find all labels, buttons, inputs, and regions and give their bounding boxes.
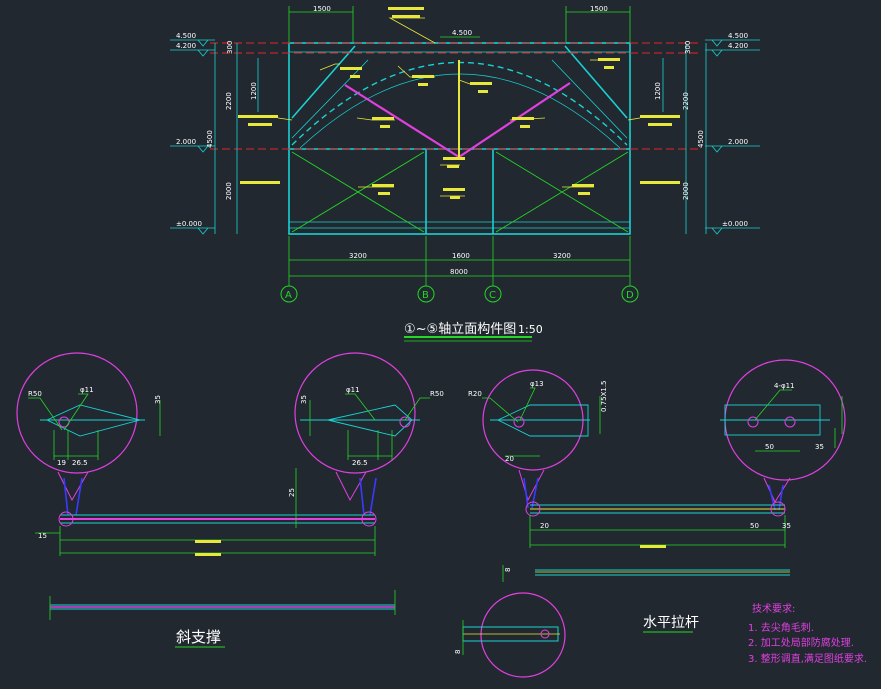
dim-19: 19 [57, 459, 66, 467]
dim-v-2000: 2000 [225, 182, 233, 200]
level-left-1: 4.500 [176, 32, 196, 40]
dim-8-b: 8 [454, 650, 462, 654]
dim-v-1200-r: 1200 [654, 82, 662, 100]
dim-25: 25 [288, 488, 296, 497]
dim-bottom-3: 3200 [553, 252, 571, 260]
level-right-3: 2.000 [728, 138, 748, 146]
right-level-markers [662, 39, 760, 235]
dim-35-left: 35 [154, 395, 162, 404]
dim-total: 8000 [450, 268, 468, 276]
dim-26-5-left: 26.5 [72, 459, 88, 467]
dim-phi11-right: φ11 [346, 386, 360, 394]
notes-item-1: 1. 去尖角毛刺. [748, 621, 814, 634]
dim-v-2000-r: 2000 [682, 182, 690, 200]
level-right-1: 4.500 [728, 32, 748, 40]
dim-v-4500-r: 4500 [697, 130, 705, 148]
dim-15: 15 [38, 532, 47, 540]
notes-item-3: 3. 整形调直,满足图纸要求. [748, 652, 867, 665]
dim-4phi11: 4-φ11 [774, 382, 795, 390]
axis-b: B [422, 290, 429, 301]
diag-brace-label: 斜支撑 [176, 628, 221, 646]
dim-v-300: 300 [226, 41, 234, 54]
level-left-2: 4.200 [176, 42, 196, 50]
level-left-3: 2.000 [176, 138, 196, 146]
dim-phi13: φ13 [530, 380, 544, 388]
top-dim-lines [288, 6, 631, 42]
leader-lines [277, 17, 641, 197]
dim-bottom-2: 1600 [452, 252, 470, 260]
dim-20-bottom: 20 [540, 522, 549, 530]
notes-heading: 技术要求: [752, 602, 795, 615]
level-right-4: ±0.000 [722, 220, 748, 228]
dim-8-a: 8 [504, 568, 512, 572]
elevation-scale: 1:50 [518, 323, 543, 336]
dim-r50-left: R50 [28, 390, 42, 398]
brace-detail-left [16, 352, 430, 648]
axis-c: C [489, 290, 496, 301]
level-lines [210, 42, 700, 150]
dim-35-top: 35 [815, 443, 824, 451]
axis-d: D [626, 290, 634, 301]
elevation-title: ①~⑤轴立面构件图 [404, 322, 516, 337]
dim-top-right: 1500 [590, 5, 608, 13]
left-level-markers [170, 39, 259, 235]
dim-50-bottom: 50 [750, 522, 759, 530]
dim-35-bottom: 35 [782, 522, 791, 530]
level-right-2: 4.200 [728, 42, 748, 50]
dim-20-top: 20 [505, 455, 514, 463]
dim-v-1200: 1200 [250, 82, 258, 100]
tie-detail [462, 359, 846, 678]
horizontal-tie-label: 水平拉杆 [643, 615, 699, 631]
bottom-dim-lines [288, 236, 631, 286]
dim-r50-right: R50 [430, 390, 444, 398]
dim-phi11-left: φ11 [80, 386, 94, 394]
dim-chamfer: 0.75X1.5 [600, 380, 608, 412]
dim-v-2200: 2200 [225, 92, 233, 110]
notes-item-2: 2. 加工处局部防腐处理. [748, 636, 854, 649]
dim-r20: R20 [468, 390, 482, 398]
dim-bottom-1: 3200 [349, 252, 367, 260]
title-underline [404, 336, 532, 342]
dim-v-2200-r: 2200 [682, 92, 690, 110]
axis-bubbles [280, 285, 639, 303]
dim-v-300-r: 300 [684, 41, 692, 54]
dim-35-right: 35 [300, 395, 308, 404]
dim-top-left: 1500 [313, 5, 331, 13]
dim-26-5-right: 26.5 [352, 459, 368, 467]
x-braces [291, 151, 629, 233]
dim-50-top: 50 [765, 443, 774, 451]
axis-a: A [285, 290, 292, 301]
dim-top-mid: 4.500 [452, 29, 472, 37]
dim-v-4500: 4500 [206, 130, 214, 148]
level-left-4: ±0.000 [176, 220, 202, 228]
leader-labels [238, 7, 680, 199]
